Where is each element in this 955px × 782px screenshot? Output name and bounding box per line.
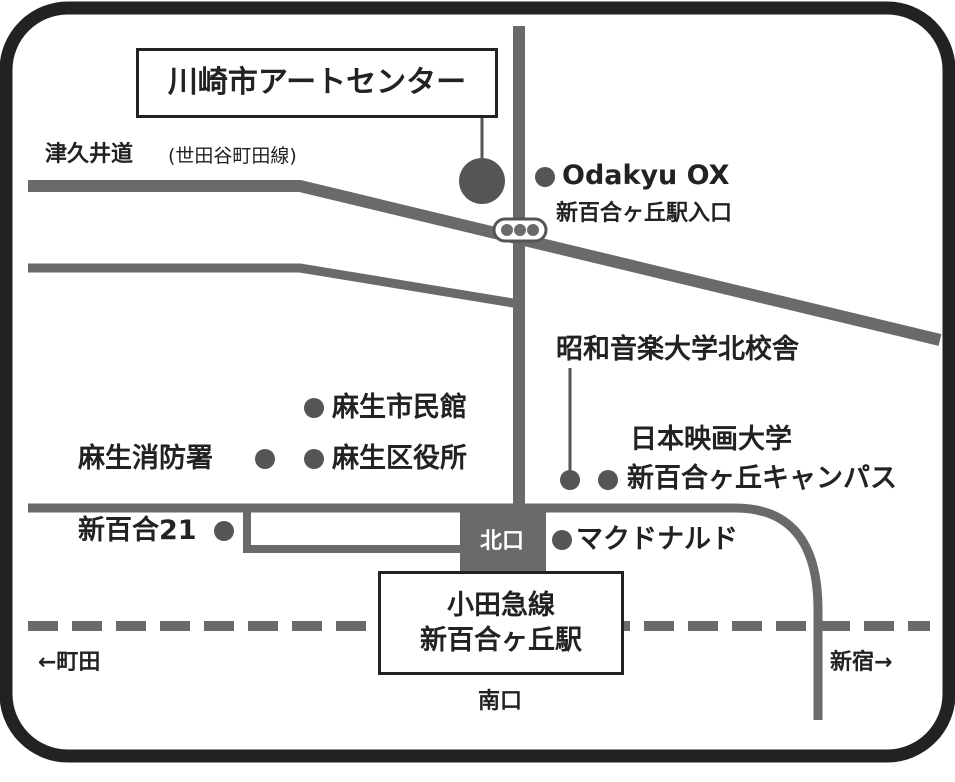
road-station-front: [28, 503, 823, 720]
mcdonalds-label: マクドナルド: [576, 524, 738, 555]
showa-dot: [560, 470, 580, 490]
signal-light-1: [501, 224, 513, 236]
north-exit-label: 北口: [480, 529, 525, 554]
art-center-title-box: 川崎市アートセンター: [136, 48, 498, 118]
map-frame: [0, 1, 955, 763]
station-line: 小田急線: [447, 590, 555, 621]
asao-fire-dot: [255, 449, 275, 469]
station-name: 新百合ヶ丘駅: [420, 625, 582, 656]
direction-machida: ←町田: [38, 650, 101, 675]
asao-civic-dot: [304, 398, 324, 418]
nihon-eiga-label-1: 日本映画大学: [630, 424, 792, 455]
road-tsukui-sub: (世田谷町田線): [168, 145, 297, 167]
road-vertical-main: [513, 26, 525, 512]
entrance-label: 新百合ヶ丘駅入口: [556, 201, 733, 226]
asao-fire-label: 麻生消防署: [78, 443, 213, 474]
art-center-title: 川崎市アートセンター: [167, 65, 467, 100]
signal-light-2: [514, 224, 526, 236]
direction-shinjuku: 新宿→: [830, 650, 893, 675]
art-center-marker: [459, 158, 505, 204]
nihon-eiga-label-2: 新百合ヶ丘キャンパス: [627, 463, 897, 494]
signal-light-3: [527, 224, 539, 236]
odakyu-ox-label: Odakyu OX: [562, 160, 730, 191]
shinyuri21-label: 新百合21: [78, 515, 197, 546]
south-exit-label: 南口: [478, 689, 523, 714]
asao-ward-label: 麻生区役所: [332, 443, 467, 474]
road-shinyuri21: [243, 508, 475, 553]
road-tsukui: [28, 180, 942, 346]
north-exit-block: [460, 510, 546, 572]
odakyu-ox-dot: [535, 167, 555, 187]
showa-music-label: 昭和音楽大学北校舎: [556, 334, 799, 365]
asao-ward-dot: [304, 449, 324, 469]
nihon-eiga-dot: [598, 470, 618, 490]
station-box: 小田急線 新百合ヶ丘駅: [378, 571, 624, 675]
road-tsukui-label: 津久井道: [45, 142, 134, 167]
shinyuri21-dot: [214, 521, 234, 541]
road-second: [28, 263, 520, 309]
asao-civic-label: 麻生市民館: [332, 392, 467, 423]
mcdonalds-dot: [552, 530, 572, 550]
